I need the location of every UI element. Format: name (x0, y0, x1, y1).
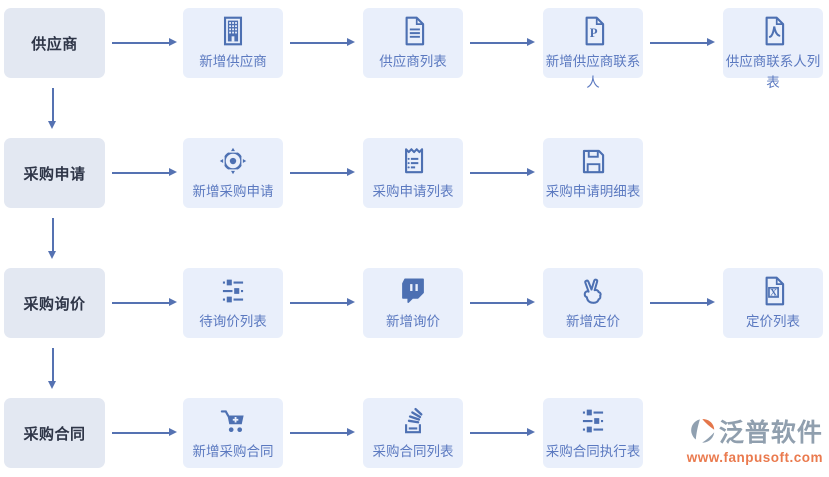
receipt-list-icon (363, 144, 463, 178)
node-label: 新增询价 (386, 314, 440, 329)
node-add-supplier[interactable]: 新增供应商 (183, 8, 283, 78)
stage-supplier[interactable]: 供应商 (4, 8, 105, 78)
stage-label: 供应商 (31, 35, 78, 53)
node-label: 新增定价 (566, 314, 620, 329)
arrow-right (290, 299, 355, 306)
aim-target-icon (183, 144, 283, 178)
node-purchase-contract-list[interactable]: 采购合同列表 (363, 398, 463, 468)
arrow-right (470, 169, 535, 176)
arrow-right (112, 299, 177, 306)
arrow-right (290, 169, 355, 176)
node-add-supplier-contact[interactable]: P 新增供应商联系人 (543, 8, 643, 90)
node-add-purchase-contract[interactable]: 新增采购合同 (183, 398, 283, 468)
stage-label: 采购询价 (23, 295, 86, 313)
node-label: 供应商列表 (379, 54, 447, 69)
stage-purchase-request[interactable]: 采购申请 (4, 138, 105, 208)
stage-purchase-contract[interactable]: 采购合同 (4, 398, 105, 468)
arrow-right (290, 39, 355, 46)
node-label: 定价列表 (746, 314, 800, 329)
victory-hand-icon (543, 274, 643, 308)
svg-text:P: P (590, 26, 598, 40)
node-label: 新增采购合同 (192, 444, 274, 459)
arrow-down (49, 348, 56, 389)
arrow-down (49, 88, 56, 129)
brand-name: 泛普软件 (718, 419, 823, 447)
arrow-right (112, 169, 177, 176)
floppy-save-icon (543, 144, 643, 178)
node-label: 采购合同执行表 (545, 444, 641, 459)
file-pdf-icon (723, 14, 823, 48)
node-label: 采购申请列表 (372, 184, 454, 199)
node-label: 新增采购申请 (192, 184, 274, 199)
arrow-right (470, 39, 535, 46)
cart-plus-icon (183, 404, 283, 438)
stage-label: 采购合同 (23, 425, 86, 443)
fanpu-logo-icon (687, 416, 717, 446)
node-add-pricing[interactable]: 新增定价 (543, 268, 643, 338)
building-icon (183, 14, 283, 48)
node-label: 新增供应商联系人 (545, 54, 641, 90)
node-label: 采购合同列表 (372, 444, 454, 459)
node-add-inquiry[interactable]: 新增询价 (363, 268, 463, 338)
file-excel-icon: X (723, 274, 823, 308)
chat-bubble-icon (363, 274, 463, 308)
node-pricing-list[interactable]: X 定价列表 (723, 268, 823, 338)
arrow-right (650, 39, 715, 46)
arrow-right (470, 299, 535, 306)
node-label: 采购申请明细表 (545, 184, 641, 199)
arrow-right (290, 429, 355, 436)
node-pending-inquiry-list[interactable]: 待询价列表 (183, 268, 283, 338)
arrow-right (112, 39, 177, 46)
node-add-purchase-request[interactable]: 新增采购申请 (183, 138, 283, 208)
arrow-right (112, 429, 177, 436)
sliders-icon (183, 274, 283, 308)
arrow-right (470, 429, 535, 436)
brand-website[interactable]: www.fanpusoft.com (686, 450, 823, 465)
stage-purchase-inquiry[interactable]: 采购询价 (4, 268, 105, 338)
node-purchase-request-detail[interactable]: 采购申请明细表 (543, 138, 643, 208)
document-list-icon (363, 14, 463, 48)
brand-watermark[interactable]: 泛普软件 www.fanpusoft.com (687, 413, 823, 465)
node-supplier-contact-list[interactable]: 供应商联系人列表 (723, 8, 823, 90)
sliders-icon (543, 404, 643, 438)
node-purchase-contract-execution[interactable]: 采购合同执行表 (543, 398, 643, 468)
svg-text:X: X (770, 288, 777, 299)
file-p-icon: P (543, 14, 643, 48)
stage-label: 采购申请 (23, 165, 86, 183)
arrow-down (49, 218, 56, 259)
stack-lines-icon (363, 404, 463, 438)
node-label: 供应商联系人列表 (725, 54, 821, 90)
arrow-right (650, 299, 715, 306)
node-label: 待询价列表 (199, 314, 267, 329)
node-label: 新增供应商 (199, 54, 267, 69)
node-purchase-request-list[interactable]: 采购申请列表 (363, 138, 463, 208)
node-supplier-list[interactable]: 供应商列表 (363, 8, 463, 78)
